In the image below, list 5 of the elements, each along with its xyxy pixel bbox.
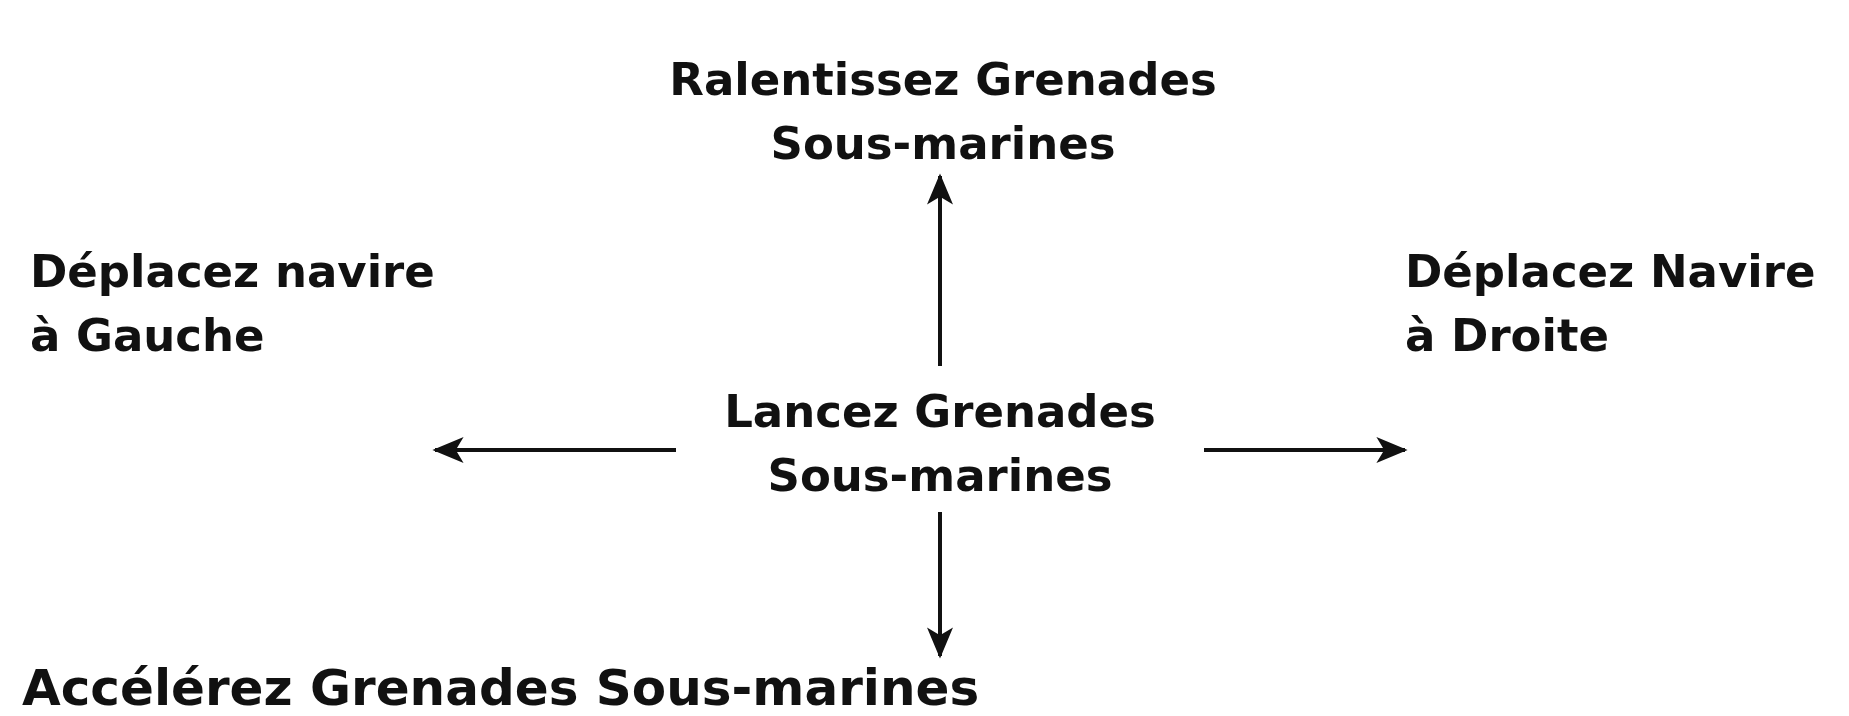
node-label: Accélérez Grenades Sous-marines — [22, 658, 980, 716]
node-label: Lancez Grenades Sous-marines — [723, 384, 1157, 504]
node-label: Déplacez navire à Gauche — [30, 244, 435, 364]
node-label: Déplacez Navire à Droite — [1405, 244, 1816, 364]
node-label: Ralentissez Grenades Sous-marines — [668, 52, 1218, 172]
